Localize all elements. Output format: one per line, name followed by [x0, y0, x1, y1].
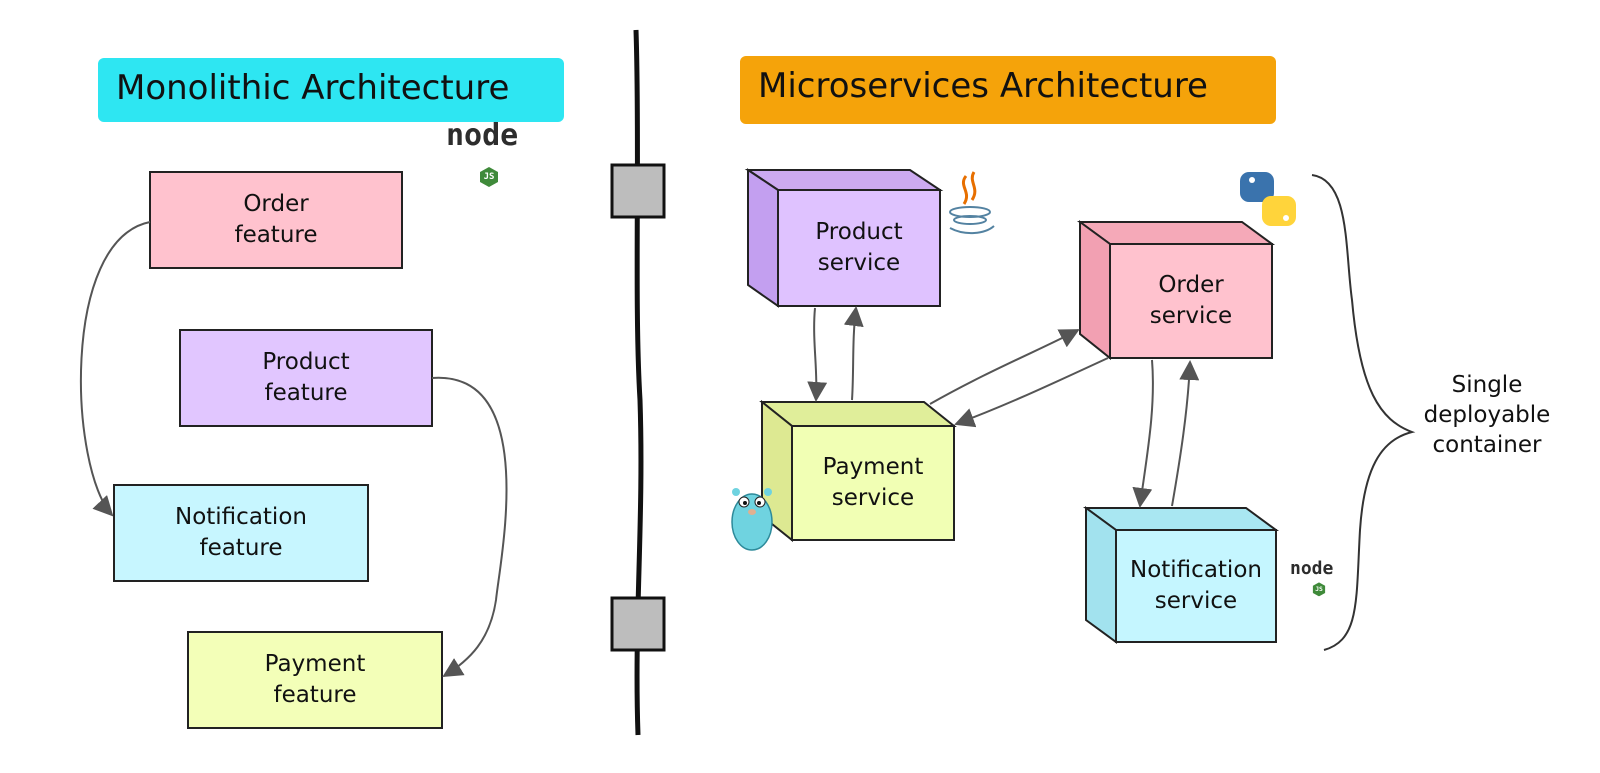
python-icon	[1240, 172, 1296, 226]
product-service-label: Product	[815, 219, 903, 245]
payment-feature: Payment feature	[188, 632, 442, 728]
arrow-product-to-payment	[431, 376, 508, 678]
order-service: Order service	[1110, 244, 1272, 358]
java-icon	[949, 171, 995, 234]
order-feature-sublabel: feature	[234, 222, 318, 248]
order-service-label: Order	[1158, 272, 1224, 298]
arrow-payment-to-order-service	[929, 329, 1080, 405]
nodejs-icon: node JS	[446, 118, 518, 187]
payment-service-sublabel: service	[831, 485, 915, 511]
order-feature: Order feature	[150, 172, 402, 268]
divider-line	[610, 29, 666, 736]
go-gopher-icon	[731, 488, 773, 551]
arrow-order-to-notification-service	[1132, 359, 1154, 508]
payment-service: Payment service	[792, 426, 954, 540]
notification-service: Notification service	[1116, 530, 1276, 642]
product-service: Product service	[778, 190, 940, 306]
order-service-sublabel: service	[1149, 303, 1233, 329]
brace	[1311, 174, 1416, 651]
arrow-payment-to-product-service	[843, 306, 864, 401]
notification-service-sublabel: service	[1154, 588, 1238, 614]
product-feature-label: Product	[262, 349, 350, 375]
order-service-cube	[1076, 220, 1276, 361]
payment-service-cube	[759, 399, 957, 543]
payment-service-label: Payment	[822, 454, 924, 480]
notification-feature-box	[113, 484, 369, 582]
divider-gate-bottom	[610, 596, 666, 652]
arrow-order-to-payment-service	[954, 357, 1109, 428]
notification-feature: Notification feature	[114, 485, 368, 581]
arrow-product-to-payment-service	[807, 307, 828, 402]
arrow-order-to-notification	[79, 221, 151, 517]
notification-service-cube	[1082, 506, 1280, 644]
product-service-cube	[744, 168, 944, 308]
payment-feature-box	[187, 631, 443, 729]
nodejs-icon-small: node JS	[1290, 558, 1333, 597]
payment-feature-sublabel: feature	[273, 682, 357, 708]
product-feature-sublabel: feature	[264, 380, 348, 406]
payment-feature-label: Payment	[264, 651, 366, 677]
order-feature-box	[149, 171, 403, 269]
divider-gate-top	[610, 163, 666, 219]
notification-feature-sublabel: feature	[199, 535, 283, 561]
single-deployable-container-label: Single deployable container	[1423, 372, 1551, 458]
monolithic-title: Monolithic Architecture	[98, 58, 564, 122]
notification-service-label: Notification	[1130, 557, 1262, 583]
product-feature: Product feature	[180, 330, 432, 426]
product-service-sublabel: service	[817, 250, 901, 276]
order-feature-label: Order	[243, 191, 309, 217]
microservices-title: Microservices Architecture	[740, 56, 1276, 124]
arrow-notification-to-order-service	[1171, 360, 1200, 507]
notification-feature-label: Notification	[175, 504, 307, 530]
